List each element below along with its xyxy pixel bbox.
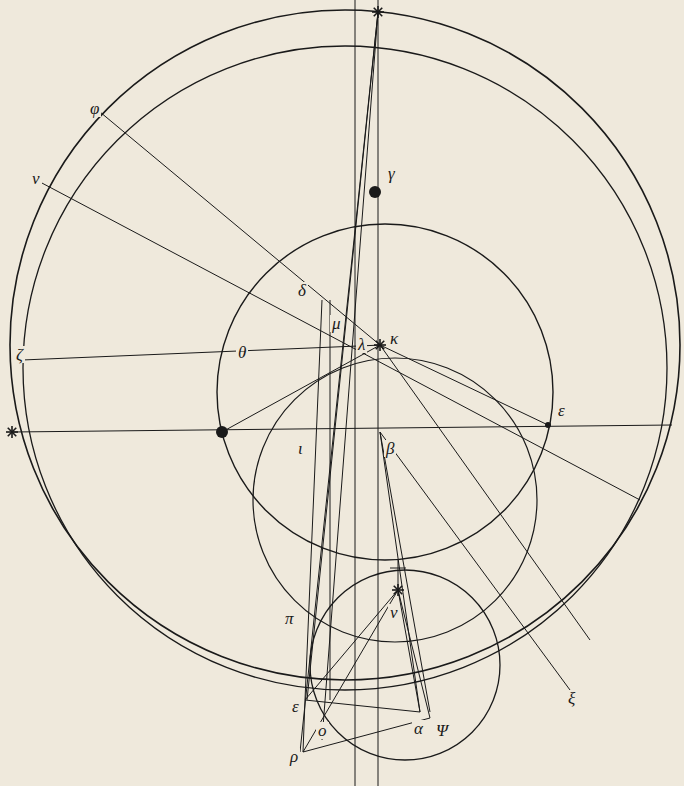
point-letter: θ bbox=[236, 344, 248, 361]
point-letter: ρ bbox=[288, 748, 300, 765]
point-letter: ο bbox=[316, 722, 329, 739]
construction-line bbox=[303, 718, 430, 752]
point-letter: ι bbox=[296, 440, 305, 457]
planet-dot bbox=[369, 186, 381, 198]
construction-line bbox=[380, 432, 570, 690]
construction-line bbox=[398, 590, 420, 712]
point-letter: ν bbox=[30, 170, 42, 187]
point-letter: κ bbox=[388, 330, 400, 347]
point-letter: α bbox=[412, 720, 425, 737]
planet-dot bbox=[545, 422, 551, 428]
construction-line bbox=[322, 12, 378, 740]
star-mark bbox=[374, 339, 386, 351]
orbit-circle bbox=[217, 224, 553, 560]
point-letter: δ bbox=[296, 282, 308, 299]
construction-line bbox=[12, 425, 672, 432]
construction-line bbox=[355, 0, 356, 786]
construction-line bbox=[22, 345, 382, 360]
point-letter: ζ bbox=[14, 346, 25, 363]
construction-line bbox=[303, 700, 305, 752]
star-mark bbox=[372, 6, 384, 18]
construction-line bbox=[222, 345, 380, 432]
point-letter: μ bbox=[330, 315, 343, 332]
point-letter: γ bbox=[386, 165, 397, 182]
orbit-circle bbox=[253, 358, 537, 642]
point-letter: λ bbox=[356, 336, 367, 353]
construction-line bbox=[380, 432, 420, 712]
point-letter: φ bbox=[88, 100, 101, 117]
construction-line bbox=[380, 345, 548, 425]
construction-line bbox=[378, 0, 379, 786]
orbit-circle bbox=[10, 10, 680, 680]
point-letter: ν bbox=[388, 604, 400, 621]
point-letter: ξ bbox=[566, 690, 577, 707]
construction-line bbox=[305, 590, 398, 700]
orbit-circle bbox=[310, 570, 500, 760]
planet-dot bbox=[216, 426, 228, 438]
point-letter: ε bbox=[290, 698, 301, 715]
construction-line bbox=[305, 300, 322, 700]
construction-line bbox=[300, 12, 378, 752]
star-mark bbox=[392, 584, 404, 596]
construction-line bbox=[100, 112, 380, 345]
point-letter: π bbox=[283, 610, 296, 627]
point-letter: ε bbox=[556, 402, 567, 419]
construction-line bbox=[303, 590, 398, 752]
point-letter: Ψ bbox=[434, 722, 450, 739]
point-letter: β bbox=[384, 440, 396, 457]
construction-line bbox=[380, 345, 590, 640]
construction-line bbox=[40, 182, 640, 500]
star-mark bbox=[6, 426, 18, 438]
construction-line bbox=[305, 700, 420, 712]
construction-line bbox=[390, 568, 406, 569]
orbit-circle bbox=[23, 46, 667, 690]
construction-line bbox=[380, 432, 430, 712]
construction-line bbox=[398, 590, 430, 718]
